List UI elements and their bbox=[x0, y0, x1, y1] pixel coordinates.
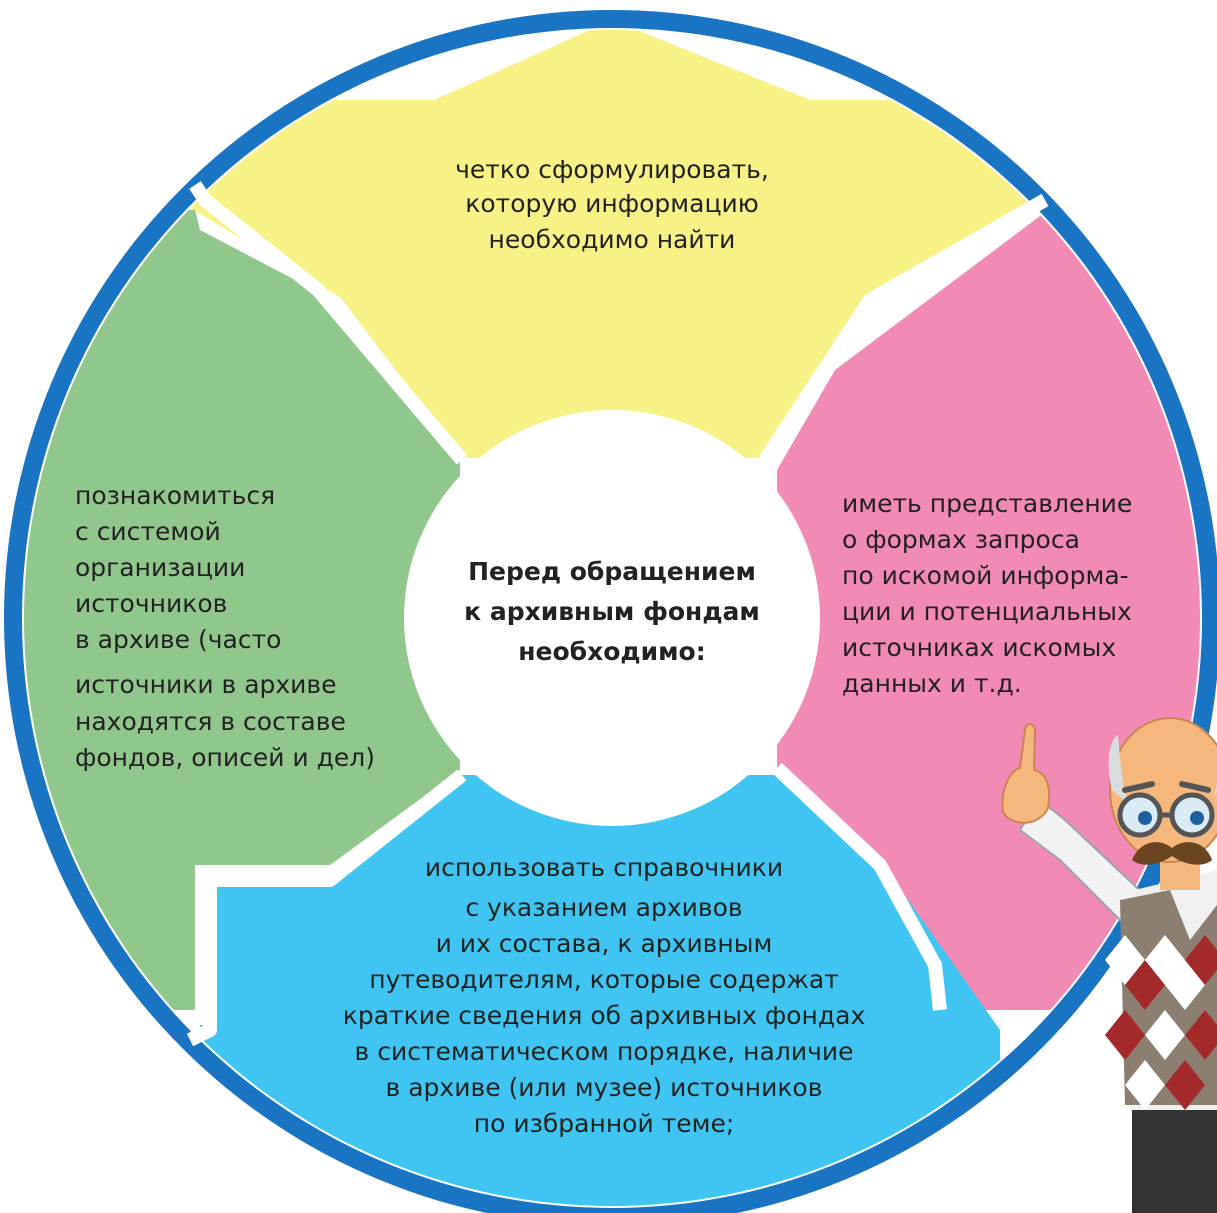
right-line-6: данных и т.д. bbox=[842, 669, 1022, 698]
center-circle bbox=[404, 410, 820, 826]
segment-separators bbox=[186, 181, 1049, 1047]
right-line-1: иметь представление bbox=[842, 489, 1132, 518]
teacher-pointing-icon bbox=[1001, 717, 1217, 1213]
segment-bottom bbox=[200, 775, 1000, 1206]
center-line-1: Перед обращением bbox=[468, 557, 756, 586]
right-line-5: источниках искомых bbox=[842, 633, 1116, 662]
segment-left bbox=[24, 210, 460, 1010]
bottom-line-1: использовать справочники bbox=[425, 853, 783, 882]
bottom-line-8: по избранной теме; bbox=[474, 1109, 735, 1138]
bottom-line-2: с указанием архивов bbox=[465, 893, 742, 922]
bottom-line-6: в систематическом порядке, наличие bbox=[355, 1037, 854, 1066]
top-line-2: которую информацию bbox=[465, 189, 759, 218]
bottom-line-3: и их состава, к архивным bbox=[436, 929, 773, 958]
top-line-1: четко сформулировать, bbox=[455, 155, 769, 184]
left-line-6: источники в архиве bbox=[75, 670, 337, 699]
bottom-line-7: в архиве (или музее) источников bbox=[386, 1073, 823, 1102]
bottom-line-5: краткие сведения об архивных фондах bbox=[343, 1001, 866, 1030]
left-line-8: фондов, описей и дел) bbox=[75, 743, 375, 772]
center-line-3: необходимо: bbox=[518, 637, 705, 666]
left-line-2: с системой bbox=[75, 517, 221, 546]
center-line-2: к архивным фондам bbox=[464, 597, 760, 626]
left-line-1: познакомиться bbox=[75, 481, 275, 510]
right-line-2: о формах запроса bbox=[842, 525, 1080, 554]
left-line-7: находятся в составе bbox=[75, 707, 346, 736]
left-line-3: организации bbox=[75, 553, 245, 582]
right-line-3: по искомой информа- bbox=[842, 561, 1129, 590]
bottom-line-4: путеводителям, которые содержат bbox=[369, 965, 839, 994]
left-line-4: источников bbox=[75, 589, 227, 618]
top-line-3: необходимо найти bbox=[489, 225, 736, 254]
right-line-4: ции и потенциальных bbox=[842, 597, 1132, 626]
left-line-5: в архиве (часто bbox=[75, 625, 281, 654]
